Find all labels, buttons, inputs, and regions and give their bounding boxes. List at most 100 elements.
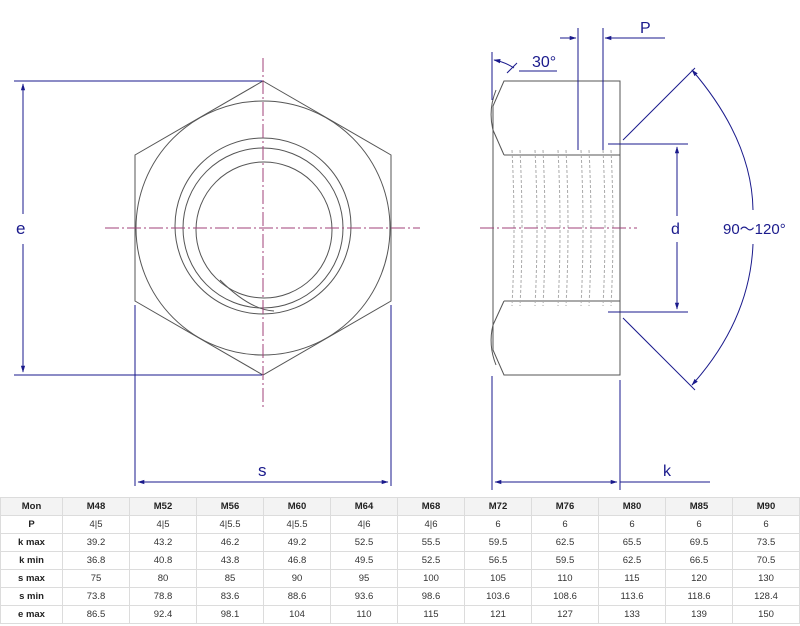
row-label: P: [0, 515, 63, 534]
table-cell: 4|5.5: [196, 515, 264, 534]
table-cell: 69.5: [665, 533, 733, 552]
table-cell: 98.6: [397, 587, 465, 606]
table-cell: 55.5: [397, 533, 465, 552]
table-cell: 150: [732, 605, 800, 624]
table-cell: 36.8: [62, 551, 130, 570]
row-label: s max: [0, 569, 63, 588]
table-cell: 49.5: [330, 551, 398, 570]
row-label: k max: [0, 533, 63, 552]
table-cell: 59.5: [464, 533, 532, 552]
table-cell: 83.6: [196, 587, 264, 606]
dimension-spec-table: Mon M48 M52 M56 M60 M64 M68 M72 M76 M80 …: [0, 497, 800, 624]
row-label: e max: [0, 605, 63, 624]
header-cell: M80: [598, 497, 666, 516]
header-cell: M72: [464, 497, 532, 516]
table-cell: 62.5: [531, 533, 599, 552]
label-d: d: [671, 221, 680, 238]
hex-nut-technical-drawing: e s 30°: [14, 20, 786, 490]
table-cell: 4|5.5: [263, 515, 331, 534]
label-chamfer-angle: 30°: [532, 54, 556, 71]
table-cell: 56.5: [464, 551, 532, 570]
table-cell: 115: [397, 605, 465, 624]
table-cell: 52.5: [397, 551, 465, 570]
table-cell: 4|5: [62, 515, 130, 534]
dimension-k: [491, 376, 710, 490]
table-cell: 115: [598, 569, 666, 588]
table-cell: 127: [531, 605, 599, 624]
table-cell: 105: [464, 569, 532, 588]
side-view: [490, 80, 621, 376]
table-header-row: Mon M48 M52 M56 M60 M64 M68 M72 M76 M80 …: [0, 497, 800, 516]
table-cell: 133: [598, 605, 666, 624]
dimension-d: [608, 143, 688, 313]
table-cell: 6: [531, 515, 599, 534]
table-cell: 43.8: [196, 551, 264, 570]
row-label: s min: [0, 587, 63, 606]
table-cell: 90: [263, 569, 331, 588]
table-cell: 6: [665, 515, 733, 534]
side-chamfer-arc-top: [490, 89, 497, 131]
label-s: s: [258, 461, 267, 480]
table-cell: 118.6: [665, 587, 733, 606]
row-label: k min: [0, 551, 63, 570]
header-cell: M76: [531, 497, 599, 516]
table-cell: 95: [330, 569, 398, 588]
table-cell: 128.4: [732, 587, 800, 606]
table-cell: 6: [464, 515, 532, 534]
table-cell: 46.8: [263, 551, 331, 570]
dimension-e: [14, 80, 262, 376]
dimension-chamfer-30: [491, 52, 557, 100]
dimension-s: [134, 305, 392, 486]
table-cell: 103.6: [464, 587, 532, 606]
table-cell: 52.5: [330, 533, 398, 552]
table-cell: 108.6: [531, 587, 599, 606]
table-cell: 66.5: [665, 551, 733, 570]
header-cell: M60: [263, 497, 331, 516]
table-cell: 88.6: [263, 587, 331, 606]
table-cell: 4|5: [129, 515, 197, 534]
header-cell: M90: [732, 497, 800, 516]
side-outline: [492, 80, 621, 376]
table-cell: 86.5: [62, 605, 130, 624]
table-cell: 73.5: [732, 533, 800, 552]
table-cell: 59.5: [531, 551, 599, 570]
table-cell: 120: [665, 569, 733, 588]
front-centerlines: [105, 58, 420, 410]
dimension-countersink: [622, 67, 754, 391]
table-cell: 98.1: [196, 605, 264, 624]
table-cell: 92.4: [129, 605, 197, 624]
table-cell: 78.8: [129, 587, 197, 606]
header-cell: M85: [665, 497, 733, 516]
label-k: k: [663, 463, 672, 480]
table-cell: 93.6: [330, 587, 398, 606]
table-cell: 46.2: [196, 533, 264, 552]
table-cell: 104: [263, 605, 331, 624]
label-countersink-angle: 90～120°: [723, 221, 786, 238]
table-cell: 65.5: [598, 533, 666, 552]
table-cell: 4|6: [397, 515, 465, 534]
header-cell: M68: [397, 497, 465, 516]
header-cell: Mon: [0, 497, 63, 516]
thread-minor-circle: [195, 161, 333, 299]
table-cell: 100: [397, 569, 465, 588]
table-cell: 40.8: [129, 551, 197, 570]
table-cell: 43.2: [129, 533, 197, 552]
table-cell: 49.2: [263, 533, 331, 552]
table-cell: 75: [62, 569, 130, 588]
label-pitch: P: [640, 20, 651, 37]
table-cell: 73.8: [62, 587, 130, 606]
label-e: e: [16, 219, 25, 238]
table-cell: 4|6: [330, 515, 398, 534]
dimension-pitch: [560, 28, 665, 150]
table-cell: 110: [531, 569, 599, 588]
header-cell: M56: [196, 497, 264, 516]
table-cell: 6: [598, 515, 666, 534]
table-cell: 113.6: [598, 587, 666, 606]
table-cell: 6: [732, 515, 800, 534]
header-cell: M52: [129, 497, 197, 516]
